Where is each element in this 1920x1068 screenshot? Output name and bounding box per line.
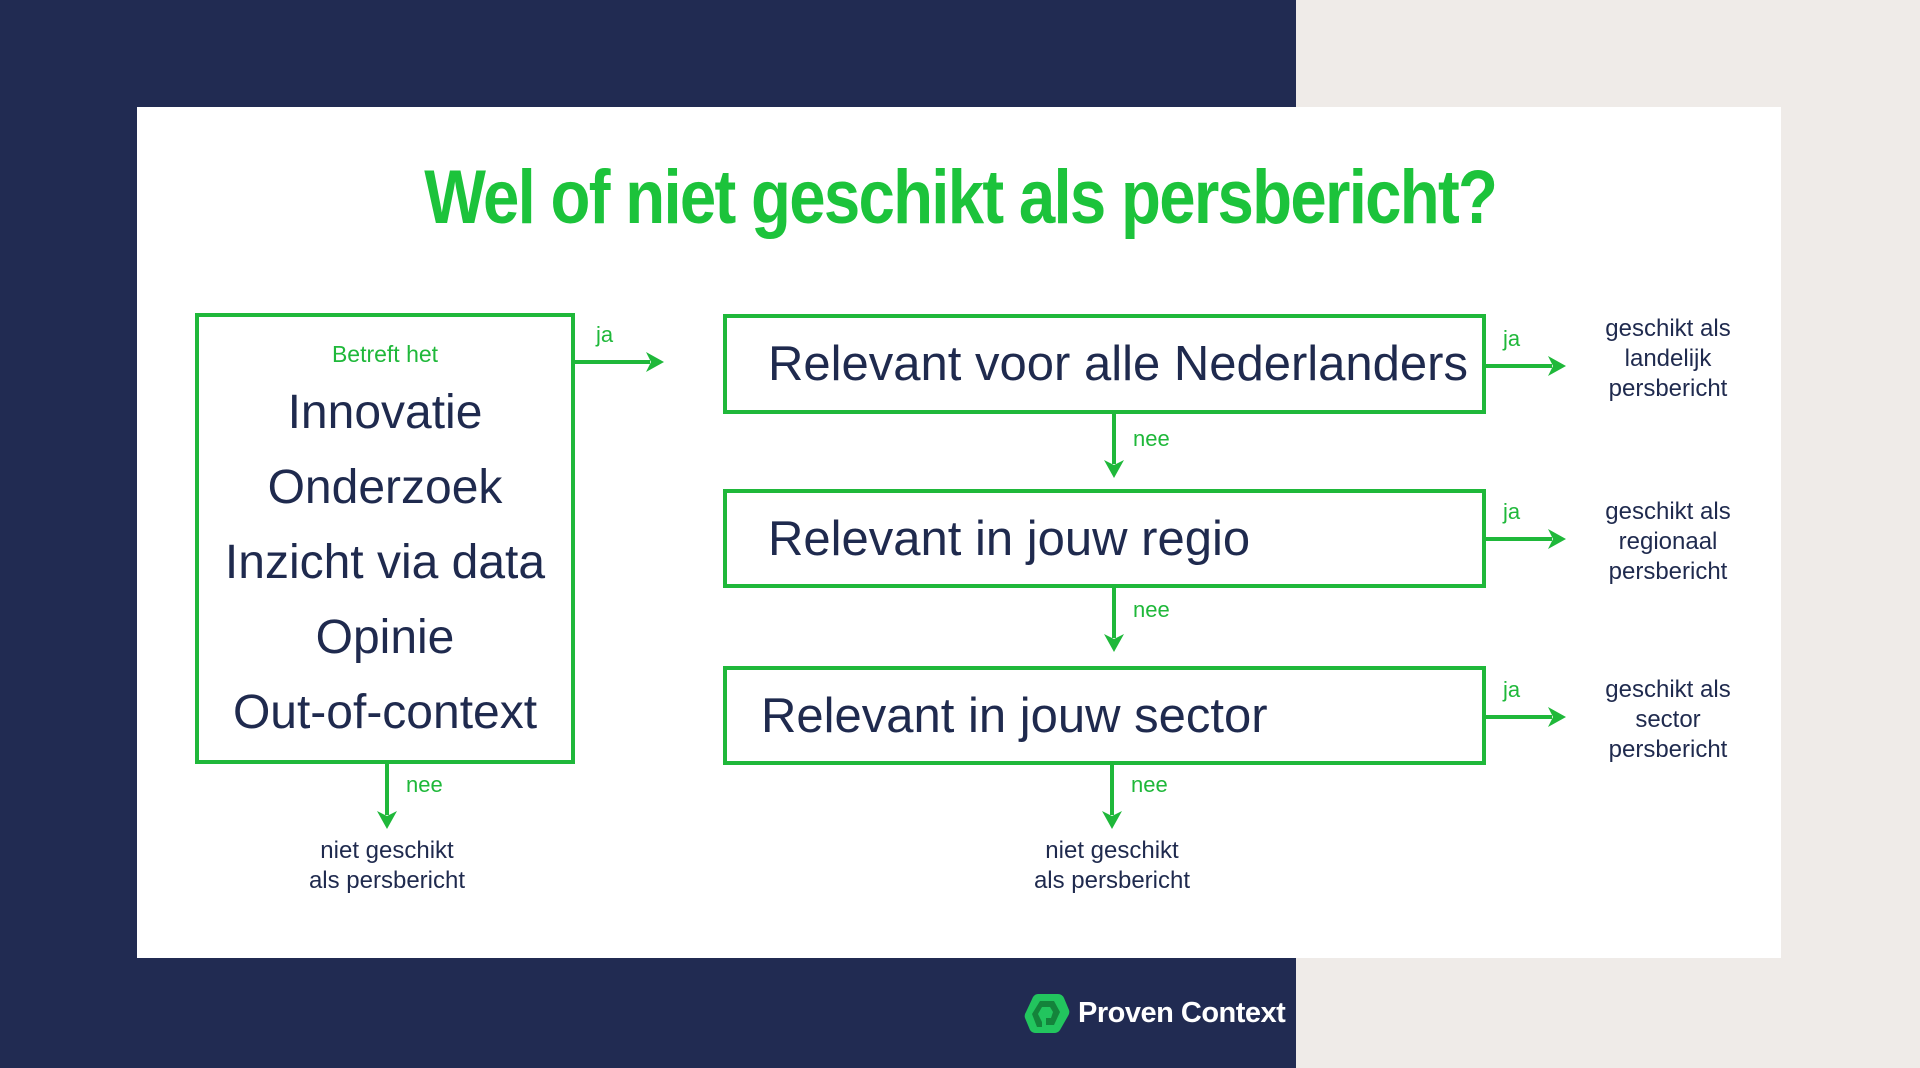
topic-item: Out-of-context xyxy=(232,686,538,739)
yes-label: ja xyxy=(1503,677,1521,702)
outcome-national: geschikt als landelijk persbericht xyxy=(1578,314,1758,404)
question-box-regional: Relevant in jouw regio xyxy=(723,489,1486,588)
topic-item: Onderzoek xyxy=(267,461,503,514)
outcome-line: geschikt als xyxy=(1605,676,1731,703)
outcome-line: als persbericht xyxy=(1033,867,1191,894)
outcome-line: persbericht xyxy=(1608,375,1728,402)
no-label: nee xyxy=(1133,597,1170,622)
question-box-national: Relevant voor alle Nederlanders xyxy=(723,314,1486,414)
outcome-line: niet geschikt xyxy=(1045,837,1179,864)
topics-intro: Betreft het xyxy=(331,341,439,367)
logo-text: Proven Context xyxy=(1078,996,1286,1029)
yes-label: ja xyxy=(1503,326,1521,351)
outcome-line: regionaal xyxy=(1618,528,1718,555)
yes-label: ja xyxy=(1503,499,1521,524)
outcome-line: landelijk xyxy=(1624,345,1712,372)
no-label: nee xyxy=(1133,426,1170,451)
outcome-final-no: niet geschikt als persbericht xyxy=(1012,836,1212,896)
yes-label: ja xyxy=(596,322,614,347)
question-text: Relevant in jouw regio xyxy=(768,511,1251,566)
question-text: Relevant voor alle Nederlanders xyxy=(768,337,1468,391)
outcome-line: persbericht xyxy=(1608,736,1728,763)
outcome-line: niet geschikt xyxy=(320,837,454,864)
topic-item: Inzicht via data xyxy=(224,536,546,589)
diagram-card xyxy=(137,107,1781,958)
outcome-sector: geschikt als sector persbericht xyxy=(1578,675,1758,765)
topics-box: Betreft het Innovatie Onderzoek Inzicht … xyxy=(195,313,575,764)
proven-context-logo-icon xyxy=(1024,994,1070,1033)
topic-item: Innovatie xyxy=(287,386,483,439)
outcome-line: geschikt als xyxy=(1605,498,1731,525)
outcome-line: sector xyxy=(1635,706,1701,733)
no-label: nee xyxy=(406,772,443,797)
topic-item: Opinie xyxy=(315,611,455,664)
proven-context-logo: Proven Context xyxy=(1024,992,1286,1034)
diagram-title: Wel of niet geschikt als persbericht? xyxy=(0,158,1920,238)
title-text: Wel of niet geschikt als persbericht? xyxy=(424,155,1498,240)
no-label: nee xyxy=(1131,772,1168,797)
outcome-regional: geschikt als regionaal persbericht xyxy=(1578,497,1758,587)
outcome-topics-no: niet geschikt als persbericht xyxy=(287,836,487,896)
outcome-line: als persbericht xyxy=(308,867,466,894)
outcome-line: persbericht xyxy=(1608,558,1728,585)
question-text: Relevant in jouw sector xyxy=(761,688,1268,743)
outcome-line: geschikt als xyxy=(1605,315,1731,342)
question-box-sector: Relevant in jouw sector xyxy=(723,666,1486,765)
